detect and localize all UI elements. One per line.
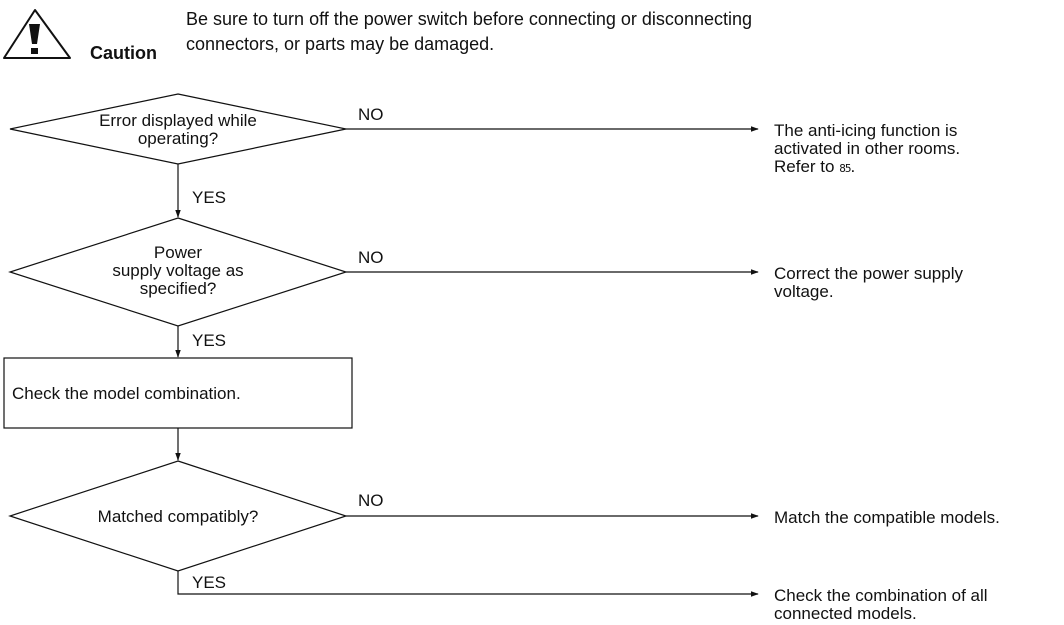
- decision1-line1: Error displayed while: [99, 111, 257, 130]
- warning-triangle-icon: [3, 9, 71, 59]
- result2-text: Correct the power supply voltage.: [774, 265, 963, 301]
- result1-line3: Refer to 85.: [774, 158, 960, 178]
- error-code-85: 85: [839, 162, 851, 175]
- result1-text: The anti-icing function is activated in …: [774, 122, 960, 178]
- decision3-no-label: NO: [358, 491, 384, 510]
- decision1-label: Error displayed while operating?: [48, 112, 308, 148]
- decision1-line2: operating?: [137, 129, 219, 148]
- process-text: Check the model combination.: [12, 384, 241, 403]
- decision2-label: Power supply voltage as specified?: [48, 244, 308, 298]
- result4-line2: connected models.: [774, 604, 917, 623]
- result4-text: Check the combination of all connected m…: [774, 587, 988, 623]
- caution-text-line2: connectors, or parts may be damaged.: [186, 34, 495, 54]
- result4-line1: Check the combination of all: [774, 586, 988, 605]
- decision3-label: Matched compatibly?: [97, 507, 259, 526]
- decision3-yes-label: YES: [192, 573, 227, 592]
- result2-line2: voltage.: [774, 282, 834, 301]
- decision2-line1: Power: [153, 243, 203, 262]
- decision2-line3: specified?: [139, 279, 217, 298]
- result1-line3-prefix: Refer to: [774, 157, 840, 176]
- caution-label: Caution: [90, 43, 157, 63]
- decision2-line2: supply voltage as: [112, 261, 244, 280]
- decision2-no-label: NO: [358, 248, 384, 267]
- result1-line2: activated in other rooms.: [774, 139, 961, 158]
- result1-line3-suffix: .: [850, 157, 856, 176]
- result1-line1: The anti-icing function is: [774, 121, 958, 140]
- decision1-no-label: NO: [358, 105, 384, 124]
- connector-d3-yes: [177, 571, 759, 597]
- result2-line1: Correct the power supply: [774, 264, 963, 283]
- result3-text: Match the compatible models.: [774, 508, 1000, 527]
- decision1-yes-label: YES: [192, 188, 227, 207]
- decision2-yes-label: YES: [192, 331, 227, 350]
- caution-text-line1: Be sure to turn off the power switch bef…: [186, 9, 752, 29]
